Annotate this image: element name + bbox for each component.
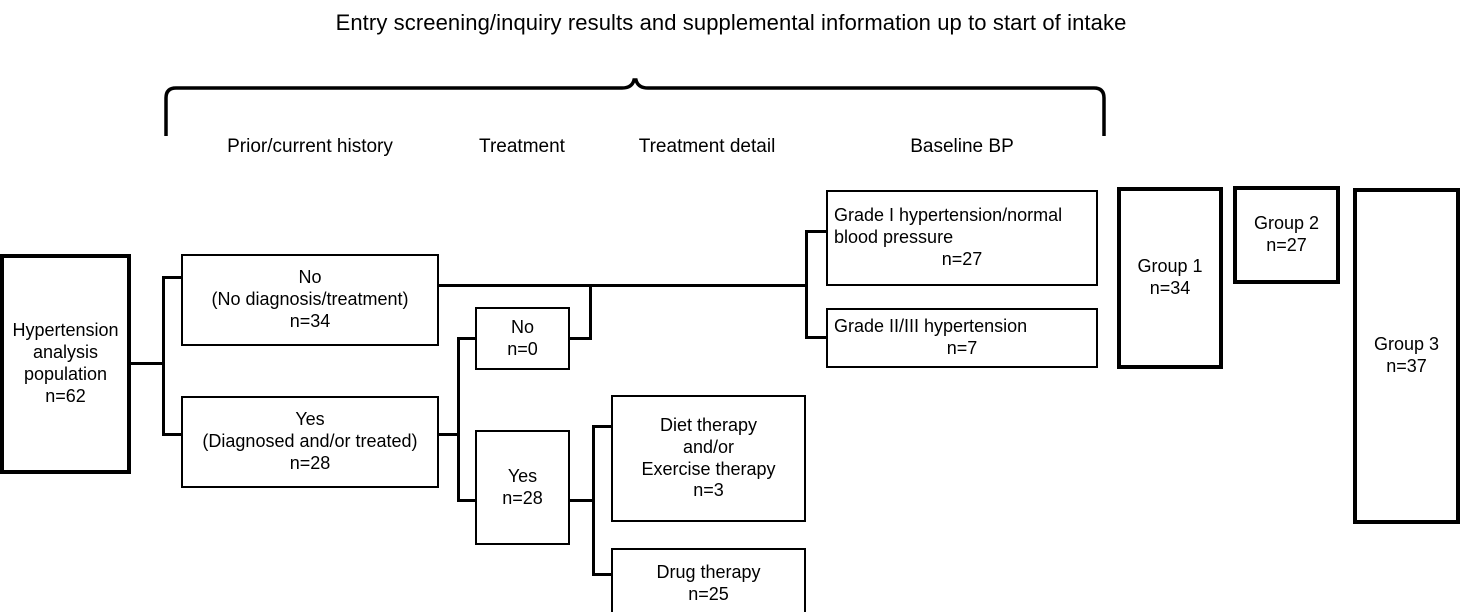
- node-history-yes-line2: (Diagnosed and/or treated): [202, 431, 418, 452]
- node-population-line1: Hypertension: [12, 320, 119, 341]
- node-history-yes-count: n=28: [289, 452, 331, 473]
- node-treatment-no-count: n=0: [507, 338, 538, 359]
- node-group1-label: Group 1: [1137, 256, 1203, 277]
- connector-population-vertical: [162, 276, 165, 436]
- node-history-yes-line1: Yes: [295, 409, 325, 430]
- page-title: Entry screening/inquiry results and supp…: [335, 10, 1127, 35]
- connector-treatment-yes-to-diet: [592, 425, 613, 428]
- node-group2-label: Group 2: [1253, 213, 1320, 234]
- node-drug-therapy[interactable]: Drug therapy n=25: [611, 548, 806, 612]
- node-group3-count: n=37: [1386, 356, 1427, 376]
- node-treatment-yes-count: n=28: [502, 487, 543, 508]
- node-population[interactable]: Hypertension analysis population n=62: [0, 254, 131, 474]
- connector-history-yes-to-treatment-yes: [457, 499, 476, 502]
- node-treatment-no-line1: No: [510, 316, 534, 337]
- node-population-line2: analysis: [32, 342, 99, 363]
- connector-history-yes-to-treatment-no: [457, 337, 476, 340]
- node-diet-exercise-count: n=3: [693, 480, 724, 501]
- connector-population-stem: [131, 362, 165, 365]
- connector-history-yes-vertical: [457, 337, 460, 502]
- connector-history-no-to-bp: [438, 284, 808, 287]
- node-diet-exercise-line2: and/or: [682, 436, 735, 457]
- node-grade1-line2: blood pressure: [834, 227, 954, 248]
- curly-brace-icon: [164, 78, 1106, 136]
- node-grade1[interactable]: Grade I hypertension/normal blood pressu…: [826, 190, 1098, 286]
- node-history-no-line1: No: [298, 267, 322, 288]
- node-group2[interactable]: Group 2 n=27: [1233, 186, 1340, 284]
- connector-treatment-yes-stem: [569, 499, 594, 502]
- connector-bp-to-grade23: [805, 336, 829, 339]
- connector-treatment-no-riser: [589, 284, 592, 340]
- node-history-yes[interactable]: Yes (Diagnosed and/or treated) n=28: [181, 396, 439, 488]
- node-drug-therapy-count: n=25: [688, 584, 729, 604]
- node-diet-exercise-therapy[interactable]: Diet therapy and/or Exercise therapy n=3: [611, 395, 806, 522]
- node-drug-therapy-line1: Drug therapy: [656, 562, 761, 583]
- node-group2-count: n=27: [1266, 235, 1307, 255]
- connector-bp-to-grade1: [805, 230, 829, 233]
- connector-population-to-history-yes: [162, 433, 182, 436]
- node-group3-label: Group 3: [1373, 334, 1440, 355]
- node-grade1-line1: Grade I hypertension/normal: [834, 205, 1063, 226]
- node-group1[interactable]: Group 1 n=34: [1117, 187, 1223, 369]
- node-treatment-no[interactable]: No n=0: [475, 307, 570, 370]
- node-history-no-line2: (No diagnosis/treatment): [211, 289, 409, 310]
- node-history-no-count: n=34: [289, 310, 331, 331]
- column-label-treatment: Treatment: [479, 136, 565, 157]
- node-grade23-line1: Grade II/III hypertension: [834, 316, 1028, 337]
- node-population-line3: population: [23, 364, 108, 384]
- column-label-baseline-bp: Baseline BP: [910, 136, 1014, 157]
- connector-treatment-yes-to-drug: [592, 573, 613, 576]
- node-treatment-yes[interactable]: Yes n=28: [475, 430, 570, 545]
- node-history-no[interactable]: No (No diagnosis/treatment) n=34: [181, 254, 439, 346]
- column-label-treatment-detail: Treatment detail: [638, 136, 776, 157]
- connector-history-yes-stem: [438, 433, 460, 436]
- node-population-count: n=62: [45, 385, 86, 406]
- connector-treatment-yes-vertical: [592, 425, 595, 576]
- column-label-prior-current-history: Prior/current history: [227, 136, 393, 157]
- node-grade23[interactable]: Grade II/III hypertension n=7: [826, 308, 1098, 368]
- node-diet-exercise-line3: Exercise therapy: [641, 458, 776, 479]
- connector-population-to-history-no: [162, 276, 182, 279]
- node-group3[interactable]: Group 3 n=37: [1353, 188, 1460, 524]
- node-treatment-yes-line1: Yes: [507, 465, 538, 486]
- connector-bp-vertical: [805, 230, 808, 338]
- node-grade1-count: n=27: [941, 248, 983, 269]
- node-group1-count: n=34: [1149, 278, 1191, 298]
- node-grade23-count: n=7: [946, 338, 978, 358]
- node-diet-exercise-line1: Diet therapy: [659, 414, 758, 435]
- connector-treatment-no-stem: [569, 337, 592, 340]
